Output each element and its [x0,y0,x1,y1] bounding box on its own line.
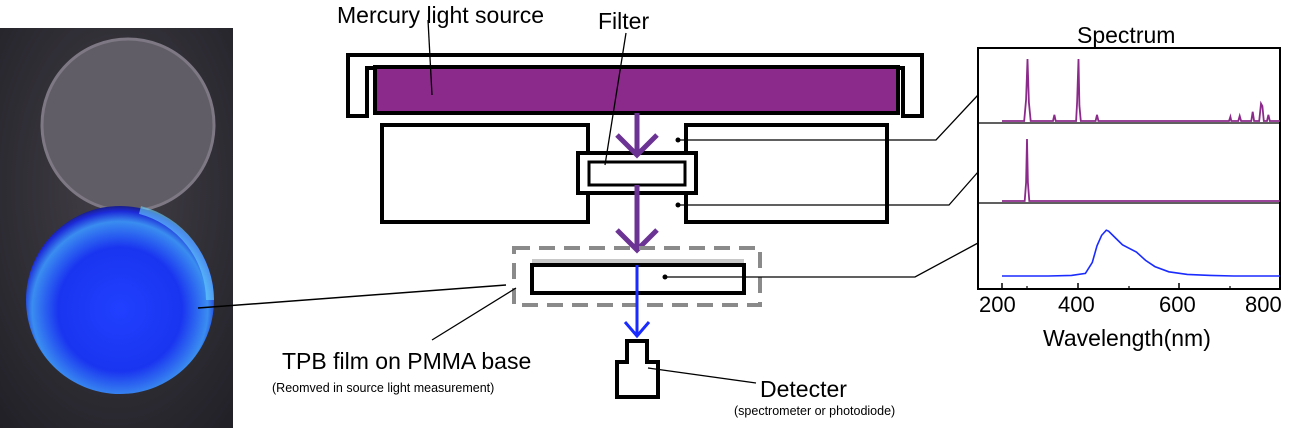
connector-emission [666,242,979,278]
filter-label: Filter [598,8,650,34]
filter-label-leader [604,32,627,166]
photo-tpb-disks [0,28,233,428]
detector [615,339,660,399]
x-tick-label-600: 600 [1159,292,1196,317]
connector-filtered [679,171,979,206]
mercury-label-leader [427,19,433,96]
filter [587,160,687,187]
tpb-label-leader [431,287,517,341]
spectrum-series-2 [1002,138,1280,202]
x-tick-label-800: 800 [1245,292,1282,317]
uv-arrow-upper-head [615,133,659,159]
emission-arrow-head [623,321,651,339]
x-axis-label: Wavelength(nm) [1043,325,1211,351]
connector-source [679,94,979,141]
x-tick-label-400: 400 [1058,292,1095,317]
tpb-film-note: (Reomved in source light measurement) [272,381,495,395]
mercury-lamp [373,65,900,115]
detector-label-leader [647,367,757,384]
mercury-source-label: Mercury light source [337,2,545,28]
tpb-glowing-disk [26,206,214,394]
uv-arrow-lower-head [615,228,659,254]
spectrum-series-3 [1002,229,1280,277]
tpb-film-layer [532,259,744,265]
detector-label: Detecter [760,376,847,402]
x-tick-label-200: 200 [979,292,1016,317]
spectrum-series-1 [1002,58,1280,122]
tpb-film-label: TPB film on PMMA base [282,348,532,374]
spectrum-title: Spectrum [1077,22,1176,48]
photo-connector-line [197,284,507,309]
detector-note: (spectrometer or photodiode) [734,404,896,418]
left-holder-block [380,123,590,224]
spectrum-frame [977,47,1281,290]
